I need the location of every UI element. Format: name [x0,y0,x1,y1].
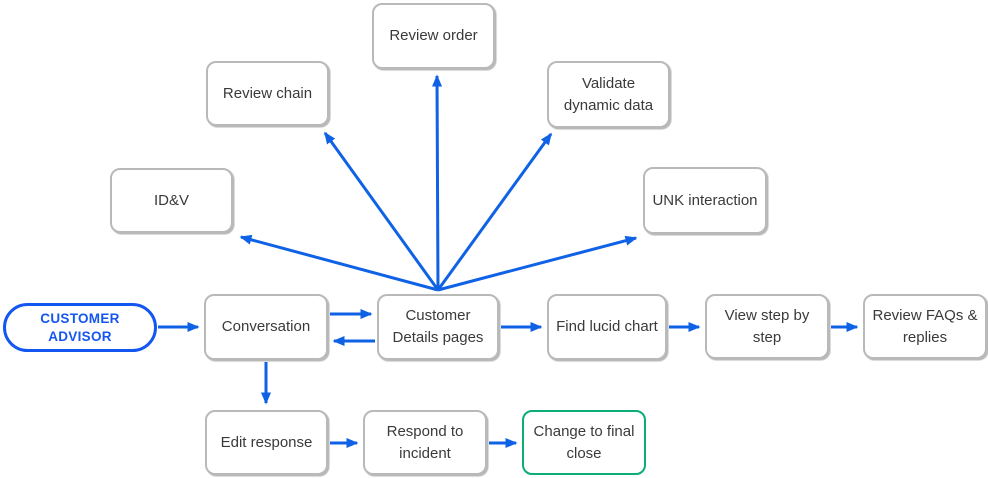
edge-details-validate-dynamic [436,132,553,291]
node-review-chain-label: Review chain [222,84,313,102]
node-unk-interaction-label: UNK interaction [652,191,758,209]
node-customer-advisor-label: CUSTOMER ADVISOR [40,310,120,344]
node-idv-label: ID&V [153,191,189,209]
node-review-order[interactable]: Review order [372,3,495,69]
node-change-to-final-close-label: Change to final close [533,422,635,462]
node-customer-details-pages[interactable]: Customer Details pages [377,294,499,360]
node-customer-advisor[interactable]: CUSTOMER ADVISOR [3,303,157,352]
edge-details-review-chain [323,131,440,291]
node-edit-response[interactable]: Edit response [205,410,328,475]
node-edit-response-label: Edit response [220,433,313,451]
node-idv[interactable]: ID&V [110,168,233,233]
node-conversation-label: Conversation [221,318,311,336]
node-validate-dynamic-data-label: Validate dynamic data [563,74,654,114]
node-conversation[interactable]: Conversation [204,294,328,360]
node-find-lucid-chart[interactable]: Find lucid chart [547,294,667,360]
node-change-to-final-close[interactable]: Change to final close [522,410,646,475]
node-respond-to-incident[interactable]: Respond to incident [363,410,487,475]
node-review-order-label: Review order [389,27,478,45]
edge-details-idv [239,234,439,292]
node-review-faqs-replies[interactable]: Review FAQs & replies [863,294,987,359]
node-review-chain[interactable]: Review chain [206,61,329,126]
node-respond-to-incident-label: Respond to incident [386,422,464,462]
node-view-step-by-step[interactable]: View step by step [705,294,829,359]
node-customer-details-pages-label: Customer Details pages [392,307,484,346]
node-view-step-by-step-label: View step by step [724,306,810,346]
edge-details-unk-interaction [437,235,638,292]
edge-details-review-order [432,74,443,291]
node-review-faqs-replies-label: Review FAQs & replies [872,306,978,346]
node-validate-dynamic-data[interactable]: Validate dynamic data [547,61,670,128]
node-find-lucid-chart-label: Find lucid chart [556,318,658,336]
node-unk-interaction[interactable]: UNK interaction [643,167,767,234]
